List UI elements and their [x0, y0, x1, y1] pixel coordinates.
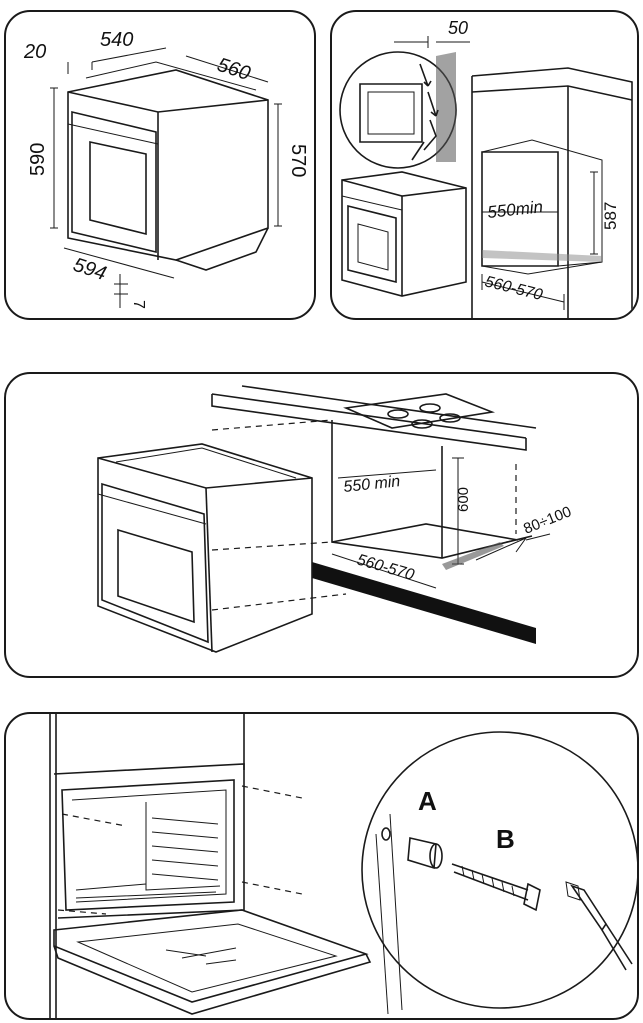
oven-small	[341, 171, 467, 297]
under-counter-drawing: 550 min 600 560-570 80÷100	[97, 385, 574, 653]
dim-cavity-height: 600	[455, 487, 472, 512]
dim-min-width: 550min	[486, 197, 543, 222]
column-installation-panel: 50 550min 587 560-570	[330, 10, 639, 320]
under-counter-installation-panel: 550 min 600 560-570 80÷100	[4, 372, 639, 678]
dim-vent: 50	[448, 18, 468, 38]
dim-depth-top: 20	[23, 41, 46, 63]
dim-depth-range: 560-570	[483, 273, 544, 304]
dim-cavity-height: 587	[601, 202, 620, 230]
label-screw: B	[496, 824, 515, 854]
fixing-detail	[361, 731, 637, 1015]
worktop	[211, 385, 537, 451]
dim-gap: 7	[130, 300, 147, 309]
label-bushing: A	[418, 786, 437, 816]
ventilation-detail	[339, 36, 470, 169]
dim-height-left: 590	[27, 143, 49, 176]
oven-front	[97, 443, 313, 653]
dim-height-right: 570	[287, 144, 309, 177]
oven-dimensions-panel: 20 540 560 590 570 594 7	[4, 10, 316, 320]
dim-vent-range: 80÷100	[521, 503, 574, 537]
dim-width-top: 540	[100, 29, 133, 51]
open-oven	[49, 714, 372, 1018]
cabinet-column	[471, 67, 633, 318]
oven-body	[67, 61, 269, 271]
fixing-panel: A B	[4, 712, 639, 1020]
cabinet-cavity	[211, 419, 551, 644]
column-installation-drawing: 50 550min 587 560-570	[339, 18, 633, 318]
oven-dimensions-drawing: 20 540 560 590 570 594 7	[23, 29, 309, 309]
fixing-drawing: A B	[49, 714, 637, 1018]
dimension-lines	[50, 47, 282, 308]
dim-min-width: 550 min	[343, 473, 401, 496]
